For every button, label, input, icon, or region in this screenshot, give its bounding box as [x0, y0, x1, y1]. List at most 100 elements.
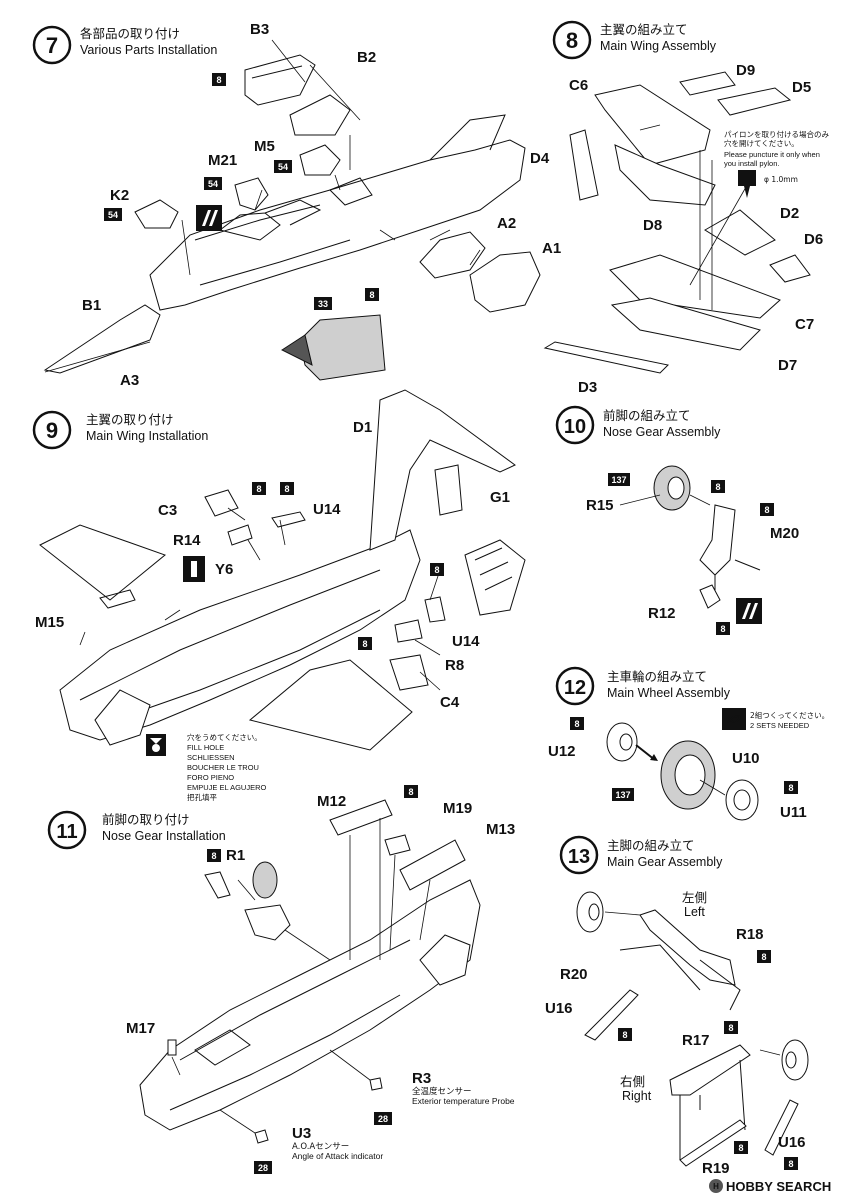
- cement-icon: [183, 556, 205, 582]
- part-label-m15: M15: [35, 614, 64, 631]
- part-label-r18: R18: [736, 926, 764, 943]
- step-title-en: Nose Gear Installation: [102, 829, 226, 843]
- svg-text:8: 8: [761, 952, 766, 962]
- svg-text:8: 8: [216, 75, 221, 85]
- step-7: 7 各部品の取り付け Various Parts Installation: [32, 21, 561, 389]
- lower-wing-d8: [614, 144, 716, 206]
- color-code-box: 8: [212, 73, 226, 86]
- step-number: 10: [564, 416, 586, 438]
- tail-g1-part: [434, 464, 463, 516]
- watermark-text: HOBBY SEARCH: [726, 1179, 831, 1194]
- part-label-k2: K2: [110, 187, 129, 204]
- part-label-u16: U16: [778, 1134, 806, 1151]
- part-label-c3: C3: [158, 502, 177, 519]
- color-code-box: 8: [784, 781, 798, 794]
- color-code-box: 137: [608, 473, 630, 486]
- exhaust-nozzle: [94, 689, 151, 746]
- svg-text:8: 8: [788, 783, 793, 793]
- step-number-badge: [32, 410, 72, 450]
- link-r19: [679, 1119, 747, 1167]
- strip-d4: [569, 129, 599, 201]
- sensor-u3: [254, 1129, 269, 1144]
- color-code-box: 28: [374, 1112, 392, 1125]
- svg-text:8: 8: [788, 1159, 793, 1169]
- door-c4-part: [389, 654, 429, 691]
- part-label-d8: D8: [643, 217, 662, 234]
- part-label-d6: D6: [804, 231, 823, 248]
- part-label-b1: B1: [82, 297, 101, 314]
- svg-text:8: 8: [408, 787, 413, 797]
- part-label-u16: U16: [545, 1000, 573, 1017]
- color-code-box: 54: [204, 177, 222, 190]
- intake-a1-part: [469, 251, 541, 313]
- seat-m21-part: [234, 177, 269, 211]
- color-code-box: 54: [104, 208, 122, 221]
- part-label-m5: M5: [254, 138, 275, 155]
- drill-size: φ 1.0mm: [764, 175, 798, 184]
- nose-part-r12: [699, 584, 721, 609]
- step-9: 9 主翼の取り付け Main Wing Installation D1 G1 C…: [32, 389, 526, 802]
- main-strut-right: [669, 1044, 751, 1096]
- x2-note-en: 2 SETS NEEDED: [750, 721, 810, 730]
- color-code-box: 8: [404, 785, 418, 798]
- fuselage-drawing: [149, 139, 526, 311]
- left-side-label-jp: 左側: [682, 890, 707, 905]
- vertical-fin-d1: [369, 389, 516, 551]
- step-10: 10 前脚の組み立て Nose Gear Assembly R15 M20 R1…: [555, 405, 799, 635]
- color-code-box: 8: [207, 849, 221, 862]
- color-code-box: 137: [612, 788, 634, 801]
- step-number-badge: [552, 20, 592, 60]
- wing-d6: [769, 254, 811, 283]
- color-code-box: 8: [358, 637, 372, 650]
- part-label-c7: C7: [795, 316, 814, 333]
- svg-text:33: 33: [318, 299, 328, 309]
- right-side-label-en: Right: [622, 1089, 652, 1103]
- step-title-en: Main Gear Assembly: [607, 855, 723, 869]
- svg-text:H: H: [713, 1182, 719, 1191]
- color-code-box: 8: [784, 1157, 798, 1170]
- strip-d3: [543, 341, 670, 374]
- color-code-box: 8: [711, 480, 725, 493]
- nose-strut-m20: [699, 504, 736, 576]
- svg-text:8: 8: [728, 1023, 733, 1033]
- step-number: 11: [56, 821, 77, 843]
- step-title-en: Main Wheel Assembly: [607, 686, 731, 700]
- link-r14-part: [227, 524, 253, 546]
- svg-text:8: 8: [738, 1143, 743, 1153]
- fill-hole-note-it: FORO PIENO: [187, 773, 234, 782]
- part-m19: [384, 834, 411, 856]
- decal-icon: [196, 205, 222, 231]
- fill-hole-note-fr: BOUCHER LE TROU: [187, 763, 259, 772]
- part-label-r1: R1: [226, 847, 245, 864]
- drill-icon: [738, 170, 756, 198]
- part-label-m13: M13: [486, 821, 515, 838]
- step-title-jp: 前脚の組み立て: [603, 408, 691, 423]
- r3-note-jp: 全温度センサー: [412, 1086, 472, 1097]
- part-label-r17: R17: [682, 1032, 710, 1049]
- step-8: 8 主翼の組み立て Main Wing Assembly C6 D9 D5 D4…: [530, 20, 829, 396]
- probe-r3: [369, 1077, 383, 1091]
- fill-hole-note-jp: 穴をうめてください。: [187, 732, 262, 742]
- step-number-badge: [47, 810, 87, 850]
- fill-hole-icon: [146, 734, 166, 756]
- x2-note-jp: 2組つくってください。: [750, 710, 829, 720]
- pylon-note-en: you install pylon.: [724, 159, 779, 168]
- part-m17: [167, 1039, 177, 1056]
- part-label-r3: R3: [412, 1070, 431, 1087]
- svg-text:8: 8: [369, 290, 374, 300]
- right-wing-drawing: [248, 659, 413, 751]
- fill-hole-note-cn: 把孔填平: [187, 792, 217, 802]
- part-label-b2: B2: [357, 49, 376, 66]
- step-number: 9: [46, 418, 58, 443]
- part-label-u10: U10: [732, 750, 760, 767]
- svg-text:8: 8: [362, 639, 367, 649]
- fill-hole-note-es: EMPUJE EL AGUJERO: [187, 783, 266, 792]
- canopy-b2-part: [289, 94, 351, 136]
- wheel-half-u11: [725, 779, 759, 821]
- watermark: H HOBBY SEARCH: [709, 1179, 831, 1194]
- step-13: 13 主脚の組み立て Main Gear Assembly 左側 Left R1…: [545, 835, 809, 1177]
- part-label-a2: A2: [497, 215, 516, 232]
- part-label-a3: A3: [120, 372, 139, 389]
- svg-text:8: 8: [434, 565, 439, 575]
- part-label-d4: D4: [530, 150, 550, 167]
